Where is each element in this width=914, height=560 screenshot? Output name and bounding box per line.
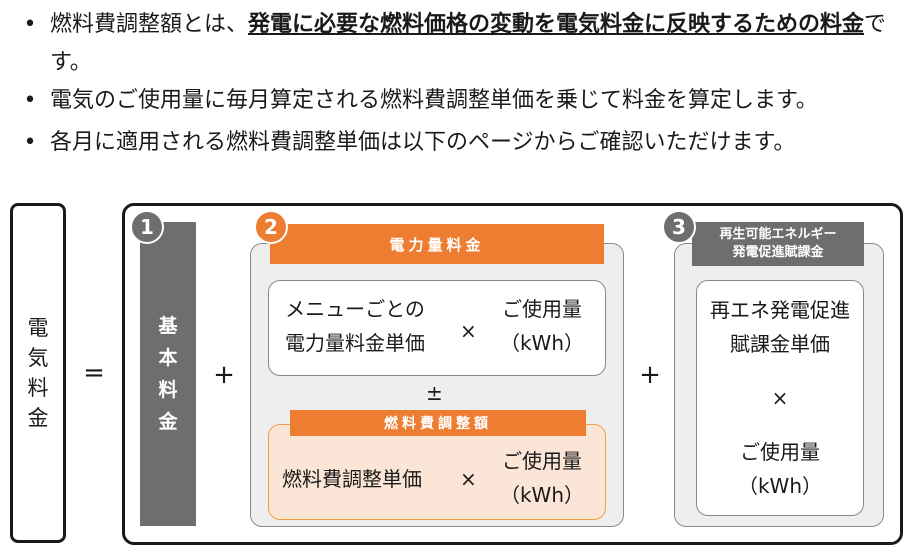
bullet-item: • 各月に適用される燃料費調整単価は以下のページからご確認いただけます。 <box>10 124 910 162</box>
energy-unit-price: メニューごとの 電力量料金単価 <box>270 292 440 360</box>
equals-sign: = <box>83 358 105 388</box>
bullet-dot: • <box>23 12 37 37</box>
renewable-price-line1: 再エネ発電促進 <box>710 298 850 322</box>
bullet-dot: • <box>23 88 37 113</box>
renewable-price-line2: 賦課金単価 <box>730 332 830 356</box>
times-sign: × <box>771 386 789 410</box>
usage-line1: ご使用量 <box>502 297 582 321</box>
denki-char: 気 <box>27 346 49 370</box>
renewable-header-line1: 再生可能エネルギー <box>719 227 837 242</box>
bullet-dot: • <box>23 130 37 155</box>
bullet-text: 電気のご使用量に毎月算定される燃料費調整単価を乗じて料金を算定します。 <box>50 88 818 113</box>
fuel-usage: ご使用量 （kWh） <box>480 444 604 512</box>
renewable-header-line2: 発電促進賦課金 <box>732 245 824 260</box>
fuel-unit-price: 燃料費調整単価 <box>282 467 422 491</box>
usage-line2: （kWh） <box>499 483 585 507</box>
fuel-adjustment-header: 燃料費調整額 <box>290 410 586 436</box>
usage-line1: ご使用量 <box>740 440 820 464</box>
kihon-char: 本 <box>158 347 178 369</box>
denki-char: 金 <box>27 406 49 430</box>
formula-container <box>122 203 903 545</box>
electricity-charge-box: 電 気 料 金 <box>10 203 66 543</box>
fuel-adjustment-box <box>268 424 606 520</box>
bullet-text-pre: 燃料費調整額とは、 <box>50 12 249 37</box>
kihon-char: 金 <box>158 411 178 433</box>
bullet-list: • 燃料費調整額とは、発電に必要な燃料価格の変動を電気料金に反映するための料金で… <box>10 6 910 162</box>
plusminus-sign: ± <box>426 381 443 405</box>
bullet-text: 各月に適用される燃料費調整単価は以下のページからご確認いただけます。 <box>50 130 796 155</box>
bullet-item: • 電気のご使用量に毎月算定される燃料費調整単価を乗じて料金を算定します。 <box>10 82 910 120</box>
basic-charge-bar: 基 本 料 金 <box>140 222 196 526</box>
bullet-text-post: です。 <box>50 12 887 75</box>
renewable-surcharge-header: 再生可能エネルギー 発電促進賦課金 <box>692 222 864 266</box>
energy-unit-price-line2: 電力量料金単価 <box>285 331 425 355</box>
energy-rate-box <box>268 280 606 376</box>
kihon-char: 料 <box>158 379 178 401</box>
number-badge-2: 2 <box>254 210 288 244</box>
plus-sign-2: + <box>639 360 661 390</box>
kihon-char: 基 <box>158 315 178 337</box>
renewable-rate-box: 再エネ発電促進 賦課金単価 × ご使用量 （kWh） <box>696 280 864 516</box>
number-badge-3: 3 <box>662 210 696 244</box>
number-badge-1: 1 <box>130 210 164 244</box>
bullet-item: • 燃料費調整額とは、発電に必要な燃料価格の変動を電気料金に反映するための料金で… <box>10 6 910 82</box>
times-sign: × <box>460 319 477 343</box>
denki-char: 電 <box>27 316 49 340</box>
usage-line2: （kWh） <box>737 474 823 498</box>
energy-usage: ご使用量 （kWh） <box>480 292 604 360</box>
bullet-text: 燃料費調整額とは、発電に必要な燃料価格の変動を電気料金に反映するための料金です。 <box>50 6 910 82</box>
usage-line2: （kWh） <box>499 331 585 355</box>
times-sign: × <box>460 467 477 491</box>
energy-charge-header: 電力量料金 <box>270 224 604 264</box>
usage-line1: ご使用量 <box>502 449 582 473</box>
denki-char: 料 <box>27 376 49 400</box>
energy-unit-price-line1: メニューごとの <box>285 297 425 321</box>
plus-sign-1: + <box>213 360 235 390</box>
bullet-text-bold: 発電に必要な燃料価格の変動を電気料金に反映するための料金 <box>248 12 865 37</box>
